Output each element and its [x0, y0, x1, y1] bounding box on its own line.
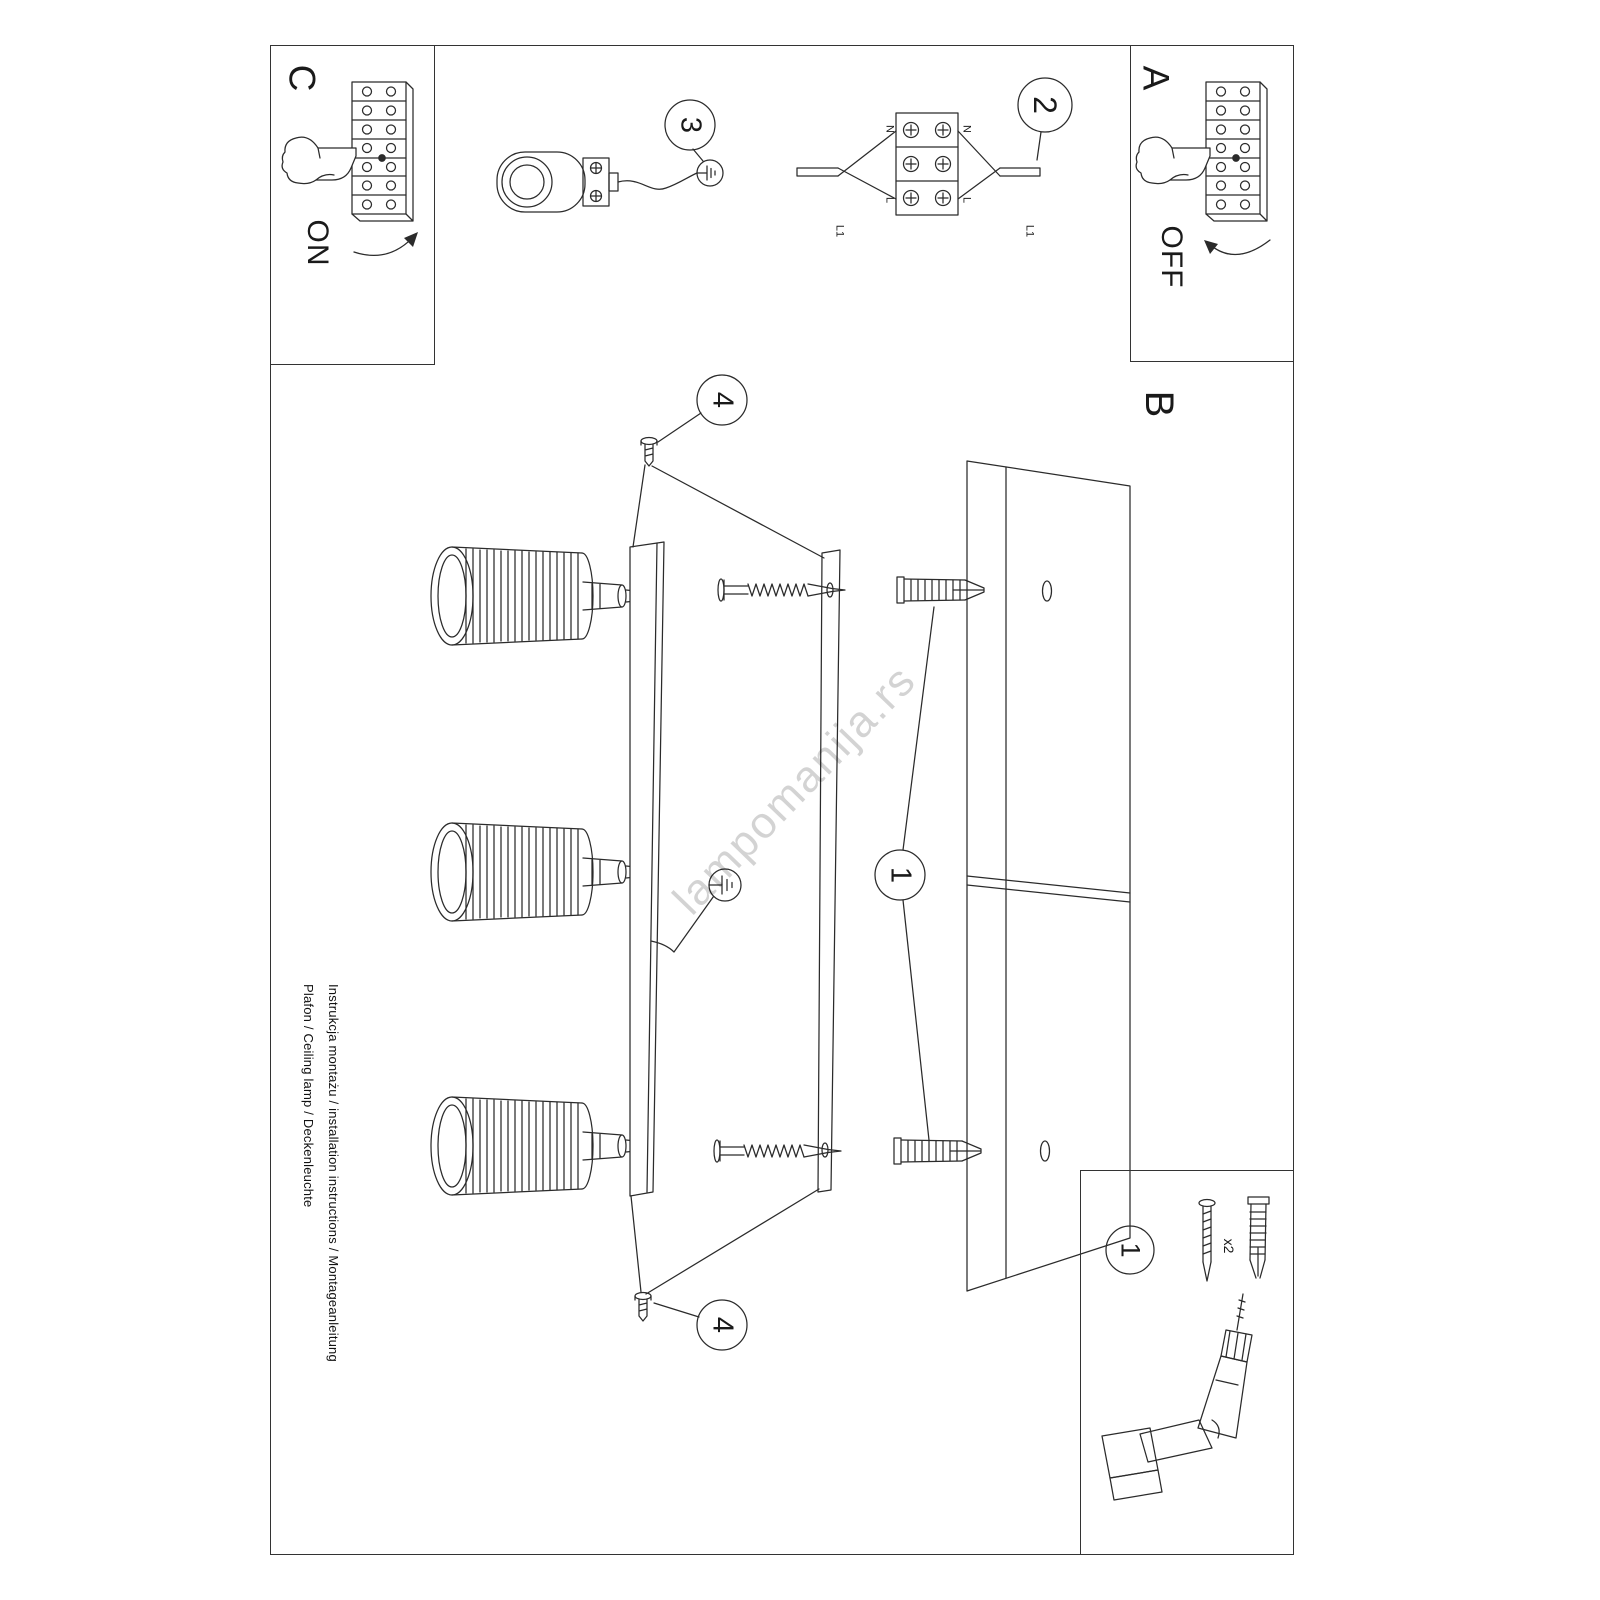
power-state-off: OFF: [1155, 225, 1188, 289]
callout-4-bottom: 4: [706, 1316, 739, 1334]
footer-product: Plafon / Ceiling lamp / Deckenleuchte: [301, 984, 316, 1208]
earth-symbol-icon: [696, 159, 724, 187]
panel-c-box: [270, 45, 435, 365]
footer-instructions: Instrukcja montażu / installation instru…: [326, 984, 341, 1362]
callout-circle-2: [1017, 77, 1073, 133]
fixing-screw-bottom: [634, 1291, 652, 1322]
panel-c-illustration: [281, 81, 418, 256]
earth-symbol-icon: [650, 868, 742, 953]
wiring-label-l1-right: L1: [1023, 224, 1036, 238]
callout-3: 3: [674, 116, 707, 134]
panel-c-label: C: [281, 64, 323, 92]
drill-hole-bottom: [1039, 1140, 1051, 1162]
pressed-screw-dot: [1232, 154, 1240, 162]
callout-4-top: 4: [706, 391, 739, 409]
socket-illustration: [496, 99, 724, 213]
callout-circle-3: [664, 99, 716, 151]
parts-kit-illustration: [1101, 1196, 1270, 1501]
parts-kit-box: [1080, 1170, 1294, 1555]
drill-hole-top: [1041, 580, 1053, 602]
callout-2: 2: [1027, 96, 1063, 114]
callout-1-parts: 1: [1115, 1242, 1146, 1258]
panel-a-illustration: [1135, 81, 1271, 256]
rotate-on-arrow-icon: [353, 232, 418, 256]
wiring-label-l1-left: L1: [833, 224, 846, 238]
alignment-lines: [630, 464, 825, 1295]
callout-circle-4-top: [696, 374, 748, 426]
wiring-label-n-right: N: [960, 125, 973, 133]
callout-1-anchors: 1: [884, 866, 917, 884]
fixing-screw-top: [640, 436, 658, 467]
exploded-view: [430, 374, 1131, 1351]
wiring-illustration: [796, 77, 1073, 216]
wiring-label-n-left: N: [883, 125, 896, 133]
pressed-screw-dot: [378, 154, 386, 162]
kit-anchor-icon: [1247, 1196, 1270, 1279]
kit-screw-icon: [1198, 1198, 1216, 1282]
page-border: [270, 45, 1294, 1555]
ceiling-panel: [966, 460, 1131, 1292]
drill-icon: [1101, 1293, 1253, 1501]
callout-circle-4-bottom: [696, 1299, 748, 1351]
footer-text: Instrukcja montażu / installation instru…: [296, 984, 346, 1418]
callout-circle-1-parts: [1105, 1225, 1155, 1275]
parts-quantity: x2: [1221, 1238, 1237, 1254]
panel-a-box: [1130, 45, 1294, 362]
rotate-off-arrow-icon: [1204, 239, 1271, 256]
panel-b-label: B: [1137, 390, 1181, 418]
panel-a-label: A: [1135, 65, 1177, 91]
power-state-on: ON: [301, 219, 334, 267]
mounting-plate: [629, 541, 665, 1197]
wiring-label-l-right: L: [960, 196, 973, 204]
wiring-label-l-left: L: [883, 196, 896, 204]
callout-circle-1: [874, 849, 926, 901]
